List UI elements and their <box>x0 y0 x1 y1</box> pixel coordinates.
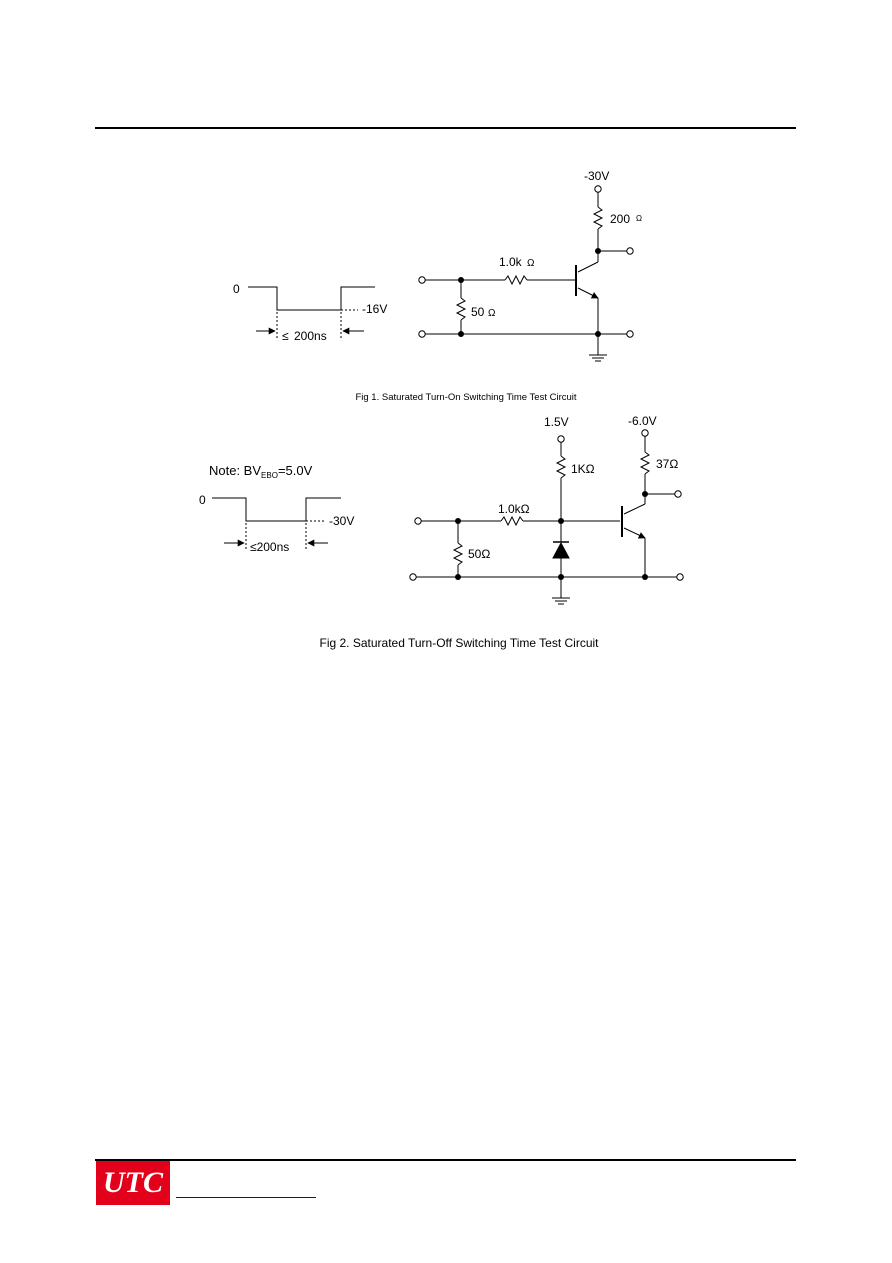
fig2-transistor-emitter <box>623 527 646 539</box>
fig1-pulse-width-label: 200ns <box>294 329 327 343</box>
website-link-underline[interactable] <box>176 1197 316 1198</box>
fig2-supply-label: -6.0V <box>628 414 657 428</box>
fig2-pulse-low-label: -30V <box>329 514 354 528</box>
fig2-ground-output-terminal <box>676 573 684 581</box>
fig1-transistor-emitter <box>577 287 599 299</box>
fig1-output-terminal <box>626 247 634 255</box>
fig2-supply-terminal <box>641 429 649 437</box>
fig2-output-terminal <box>674 490 682 498</box>
utc-logo: UTC <box>96 1161 170 1205</box>
fig1-termination-resistor <box>455 297 467 321</box>
fig1-collector-resistor-value: 200 <box>610 212 630 226</box>
fig2-bias-resistor <box>555 455 567 479</box>
fig2-note-subscript: EBO <box>261 471 278 480</box>
header-rule <box>95 127 796 129</box>
footer-rule <box>95 1159 796 1161</box>
fig2-diode <box>552 541 570 559</box>
fig1-ground-output-terminal <box>626 330 634 338</box>
fig1-pulse-zero-label: 0 <box>233 282 240 296</box>
fig1-ground-symbol <box>589 354 607 362</box>
fig2-note-suffix: =5.0V <box>278 463 313 478</box>
fig2-transistor-collector <box>623 503 646 515</box>
fig2-ground-input-terminal <box>409 573 417 581</box>
fig1-termination-resistor-value: 50 <box>471 305 485 319</box>
fig2-base-resistor-value: 1.0kΩ <box>498 502 530 516</box>
fig2-collector-resistor-value: 37Ω <box>656 457 678 471</box>
fig1-supply-terminal <box>594 185 602 193</box>
fig1-base-resistor-unit: Ω <box>527 258 535 269</box>
fig1-ground-input-terminal <box>418 330 426 338</box>
fig2-termination-resistor <box>452 542 464 566</box>
fig1-pulse-low-label: -16V <box>362 302 387 316</box>
fig2-bias-terminal <box>557 435 565 443</box>
fig1-collector-resistor-unit: Ω <box>636 214 642 223</box>
fig1-input-terminal <box>418 276 426 284</box>
fig1-base-resistor-value: 1.0k <box>499 255 523 269</box>
fig2-input-terminal <box>414 517 422 525</box>
fig2-note: Note: BVEBO=5.0V <box>209 463 313 480</box>
fig1-termination-resistor-unit: Ω <box>488 308 496 319</box>
fig1-circuit <box>418 185 634 362</box>
fig1-caption: Fig 1. Saturated Turn-On Switching Time … <box>355 392 576 403</box>
fig1-pulse-waveform <box>248 286 375 338</box>
fig2-pulse-width-label: ≤200ns <box>250 540 289 554</box>
utc-logo-text: UTC <box>103 1166 163 1199</box>
fig2-ground-symbol <box>552 597 570 605</box>
fig2-circuit <box>409 429 684 605</box>
fig2-collector-resistor <box>639 451 651 475</box>
fig1-base-resistor <box>504 274 528 286</box>
fig2-note-prefix: Note: BV <box>209 463 261 478</box>
fig1-pulse-width-symbol: ≤ <box>282 329 289 343</box>
fig2-base-resistor <box>500 515 524 527</box>
fig1-supply-label: -30V <box>584 169 609 183</box>
fig2-caption: Fig 2. Saturated Turn-Off Switching Time… <box>320 636 600 650</box>
fig2-termination-resistor-value: 50Ω <box>468 547 490 561</box>
fig2-pulse-zero-label: 0 <box>199 493 206 507</box>
fig1-collector-resistor <box>592 206 604 230</box>
fig2-bias-supply-label: 1.5V <box>544 415 569 429</box>
fig1-transistor-collector <box>577 261 599 273</box>
fig2-pulse-waveform <box>212 497 341 549</box>
fig2-bias-resistor-value: 1KΩ <box>571 462 595 476</box>
